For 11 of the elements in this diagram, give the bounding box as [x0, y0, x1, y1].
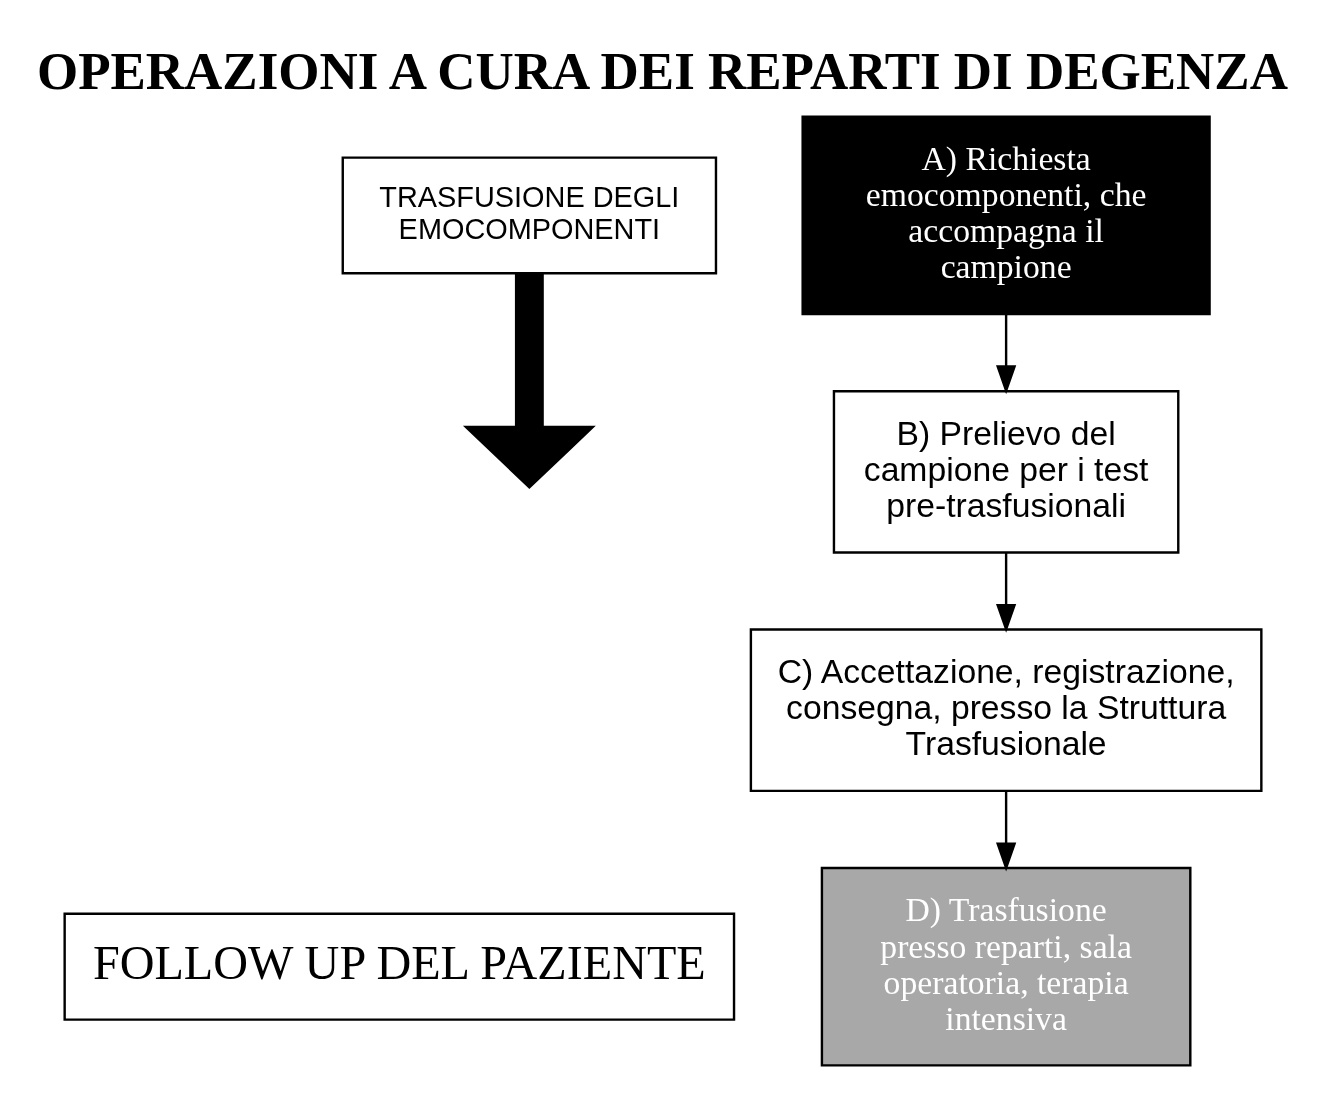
arrow: [996, 314, 1017, 395]
arrow: [462, 273, 596, 490]
arrow: [996, 552, 1017, 633]
node-box: C) Accettazione, registrazione, consegna, presso la Struttura Trasfusionale: [749, 628, 1263, 793]
node-box: A) Richiesta emocomponenti, che accompagna il campione: [801, 115, 1211, 316]
node-box: FOLLOW UP DEL PAZIENTE: [63, 912, 736, 1021]
diagram-title: OPERAZIONI A CURA DEI REPARTI DI DEGENZA: [36, 42, 1288, 101]
arrow: [996, 791, 1017, 872]
node-box: TRASFUSIONE DEGLI EMOCOMPONENTI: [341, 156, 718, 275]
node-box: D) Trasfusione presso reparti, sala operatoria, terapia intensiva: [820, 866, 1192, 1067]
node-box: B) Prelievo del campione per i test pre-trasfusionali: [832, 389, 1180, 554]
